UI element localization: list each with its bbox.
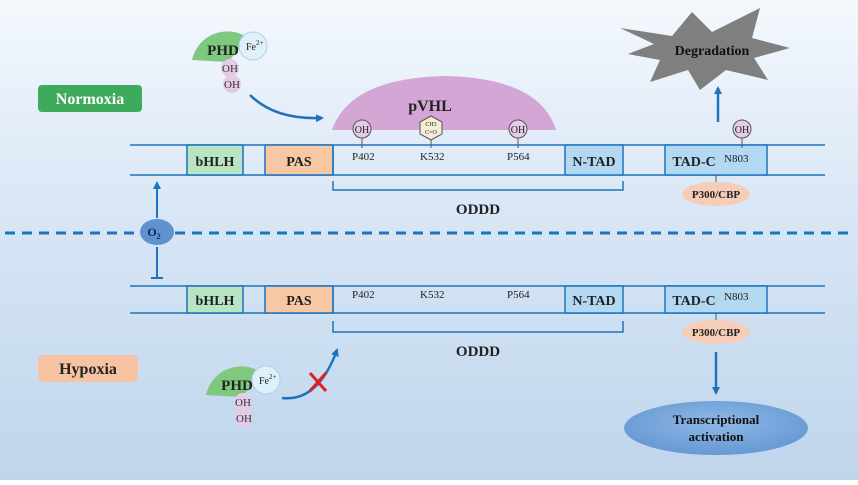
- phd-enzyme-hypoxia: PHD Fe2+ OH OH: [206, 365, 281, 427]
- o2-label: O: [147, 225, 156, 239]
- ntad-domain-hypoxia: [564, 285, 624, 314]
- degradation-burst: Degradation: [620, 8, 790, 90]
- oddd-bracket-normoxia: ODDD: [332, 181, 624, 218]
- fe-ion-hypoxia: [251, 365, 281, 395]
- bhlh-domain-hypoxia: [186, 285, 244, 314]
- fe-label: Fe: [246, 42, 257, 53]
- modification-p564: OH: [508, 119, 528, 148]
- ntad-label: N-TAD: [572, 155, 615, 170]
- normoxia-label: Normoxia: [56, 91, 124, 108]
- transcriptional-label: Transcriptional: [673, 412, 760, 427]
- hydroxylation-arrow: [249, 94, 324, 123]
- pvhl-complex: pVHL: [332, 76, 556, 130]
- svg-text:O2: O2: [147, 225, 160, 241]
- hif-alpha-protein-normoxia: bHLH PAS N-TAD TAD-C N803 P402 K532 P564: [130, 144, 825, 176]
- n803-label-hypoxia: N803: [724, 291, 749, 303]
- fe-ion: [238, 31, 268, 61]
- oh-mark-p402: [352, 119, 372, 139]
- n803-label: N803: [724, 153, 749, 165]
- ntad-domain: [564, 144, 624, 176]
- oh-label-3: OH: [235, 397, 251, 409]
- oxygen-node: O2: [140, 181, 174, 279]
- p300-label-normoxia: P300/CBP: [692, 189, 741, 201]
- oh-circle-2: [223, 75, 241, 93]
- oh-label-1: OH: [222, 63, 238, 75]
- modification-n803: OH: [732, 119, 752, 148]
- svg-text:Fe2+: Fe2+: [246, 39, 264, 53]
- pas-domain: [264, 144, 334, 176]
- hypoxia-badge: Hypoxia: [38, 355, 138, 382]
- oh-label-4: OH: [236, 413, 252, 425]
- oh-label-2: OH: [224, 79, 240, 91]
- oh-circle-4: [235, 409, 253, 427]
- pvhl-shape: [332, 76, 556, 130]
- oh-circle-3: [234, 393, 252, 411]
- acetyl-mark-k532: [419, 115, 443, 141]
- phd-enzyme-normoxia: PHD Fe2+ OH OH: [192, 31, 268, 93]
- modification-k532: CH3 C=O: [419, 115, 443, 148]
- tadc-label-hypoxia: TAD-C: [672, 294, 715, 309]
- k532-label: K532: [420, 151, 444, 163]
- fe-label-hypoxia: Fe: [259, 376, 270, 387]
- blocked-cross-icon: [308, 372, 328, 392]
- modification-p402: OH: [352, 119, 372, 148]
- oh-text-p402: OH: [355, 125, 369, 136]
- p300-hypoxia: P300/CBP: [682, 320, 750, 344]
- p402-label: P402: [352, 151, 375, 163]
- transcriptional-activation: Transcriptional activation: [624, 401, 808, 455]
- normoxia-badge: Normoxia: [38, 85, 142, 112]
- tadc-domain-hypoxia: [664, 285, 768, 314]
- degradation-shape: [620, 8, 790, 90]
- oxygen-ellipse: [140, 219, 174, 245]
- co-text: C=O: [425, 130, 437, 136]
- pvhl-label: pVHL: [408, 98, 452, 115]
- oddd-bracket-hypoxia: ODDD: [332, 321, 624, 360]
- fe-charge-label: 2+: [256, 39, 264, 47]
- p402-label-hypoxia: P402: [352, 289, 375, 301]
- activation-label: activation: [689, 429, 745, 444]
- p300-label-hypoxia: P300/CBP: [692, 327, 741, 339]
- phd-label: PHD: [207, 43, 239, 59]
- oh-text-p564: OH: [511, 125, 525, 136]
- bhlh-label: bHLH: [196, 155, 235, 170]
- bhlh-label-hypoxia: bHLH: [196, 294, 235, 309]
- phd-shape-hypoxia: [206, 366, 262, 397]
- oddd-label-hypoxia: ODDD: [456, 344, 500, 360]
- transcription-ellipse: [624, 401, 808, 455]
- oh-mark-p564: [508, 119, 528, 139]
- ntad-label-hypoxia: N-TAD: [572, 294, 615, 309]
- tadc-label: TAD-C: [672, 155, 715, 170]
- oh-circle-1: [221, 59, 239, 77]
- degradation-label: Degradation: [675, 44, 750, 59]
- hif-alpha-protein-hypoxia: bHLH PAS N-TAD TAD-C N803 P402 K532 P564: [130, 285, 825, 314]
- o2-subscript: 2: [157, 232, 161, 241]
- p300-normoxia: P300/CBP: [682, 182, 750, 206]
- pas-label-hypoxia: PAS: [286, 294, 312, 309]
- k532-label-hypoxia: K532: [420, 289, 444, 301]
- oh-text-n803: OH: [735, 125, 749, 136]
- p564-label: P564: [507, 151, 530, 163]
- fe-charge-label-hypoxia: 2+: [269, 373, 277, 381]
- hypoxia-label: Hypoxia: [59, 361, 117, 378]
- oddd-label-normoxia: ODDD: [456, 202, 500, 218]
- p564-label-hypoxia: P564: [507, 289, 530, 301]
- svg-text:Fe2+: Fe2+: [259, 373, 277, 387]
- phd-shape: [192, 31, 248, 62]
- oh-mark-n803: [732, 119, 752, 139]
- phd-label-hypoxia: PHD: [221, 378, 253, 394]
- bhlh-domain: [186, 144, 244, 176]
- ch3-text: CH3: [425, 122, 436, 128]
- tadc-domain: [664, 144, 768, 176]
- pas-label: PAS: [286, 155, 312, 170]
